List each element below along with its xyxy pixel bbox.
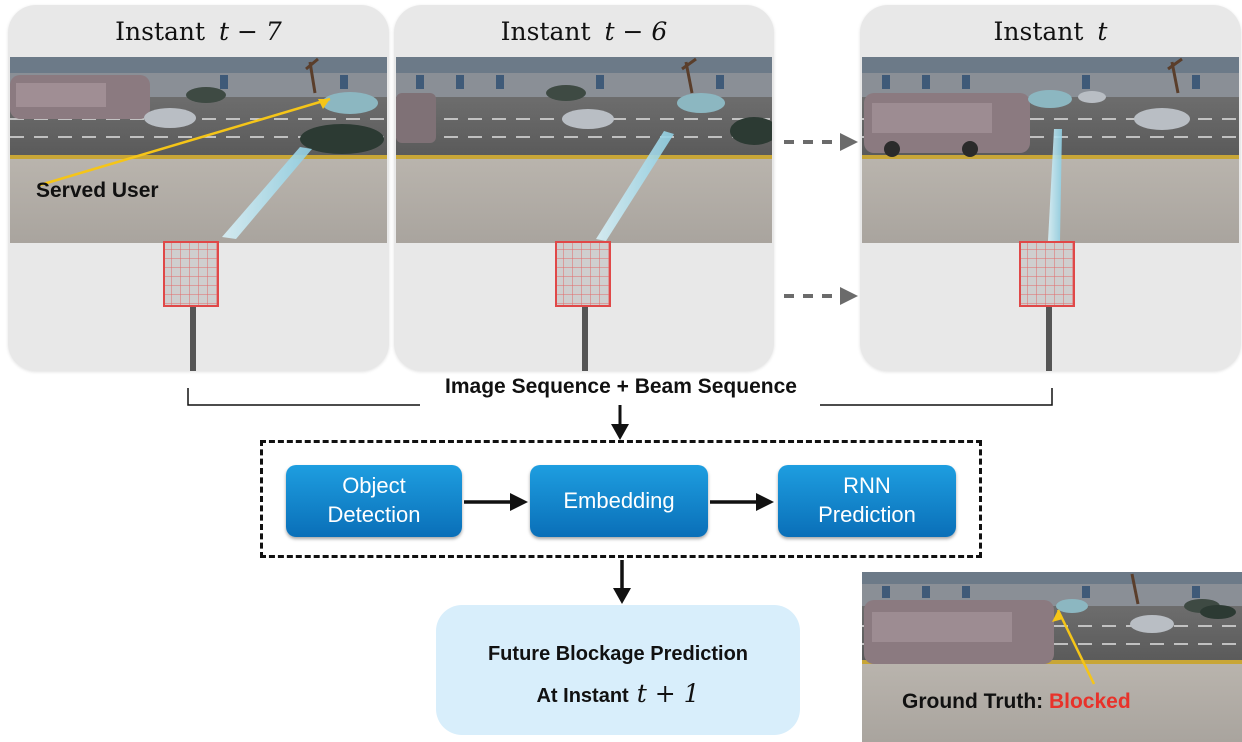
embedding-block: Embedding [530, 465, 708, 537]
pipeline-dashed-box [260, 440, 982, 558]
ground-truth-label: Ground Truth: Blocked [902, 690, 1131, 713]
panel-instant-t-minus-7: Instant t − 7 Served User [8, 5, 389, 371]
sequence-label: Image Sequence + Beam Sequence [445, 375, 797, 398]
street-scene-image [396, 57, 772, 243]
panel-title: Instant t − 6 [500, 17, 668, 46]
base-station-antenna [555, 241, 611, 371]
panel-instant-t-minus-6: Instant t − 6 [394, 5, 774, 371]
served-user-label: Served User [36, 179, 159, 202]
panel-instant-t: Instant t [860, 5, 1241, 371]
blocked-status: Blocked [1048, 690, 1131, 713]
base-station-antenna [1019, 241, 1075, 371]
street-scene-image [10, 57, 387, 243]
pipeline-arrows [464, 493, 774, 511]
ground-truth-image: Ground Truth: Blocked [862, 572, 1242, 742]
output-title: Future Blockage Prediction [487, 643, 749, 665]
base-station-antenna [163, 241, 219, 371]
panel-title: Instant t [993, 17, 1108, 46]
street-scene-image [862, 57, 1239, 243]
panel-title: Instant t − 7 [115, 17, 282, 46]
output-arrow [613, 560, 631, 604]
continuation-arrows [784, 133, 858, 305]
sequence-bracket [187, 388, 1053, 440]
